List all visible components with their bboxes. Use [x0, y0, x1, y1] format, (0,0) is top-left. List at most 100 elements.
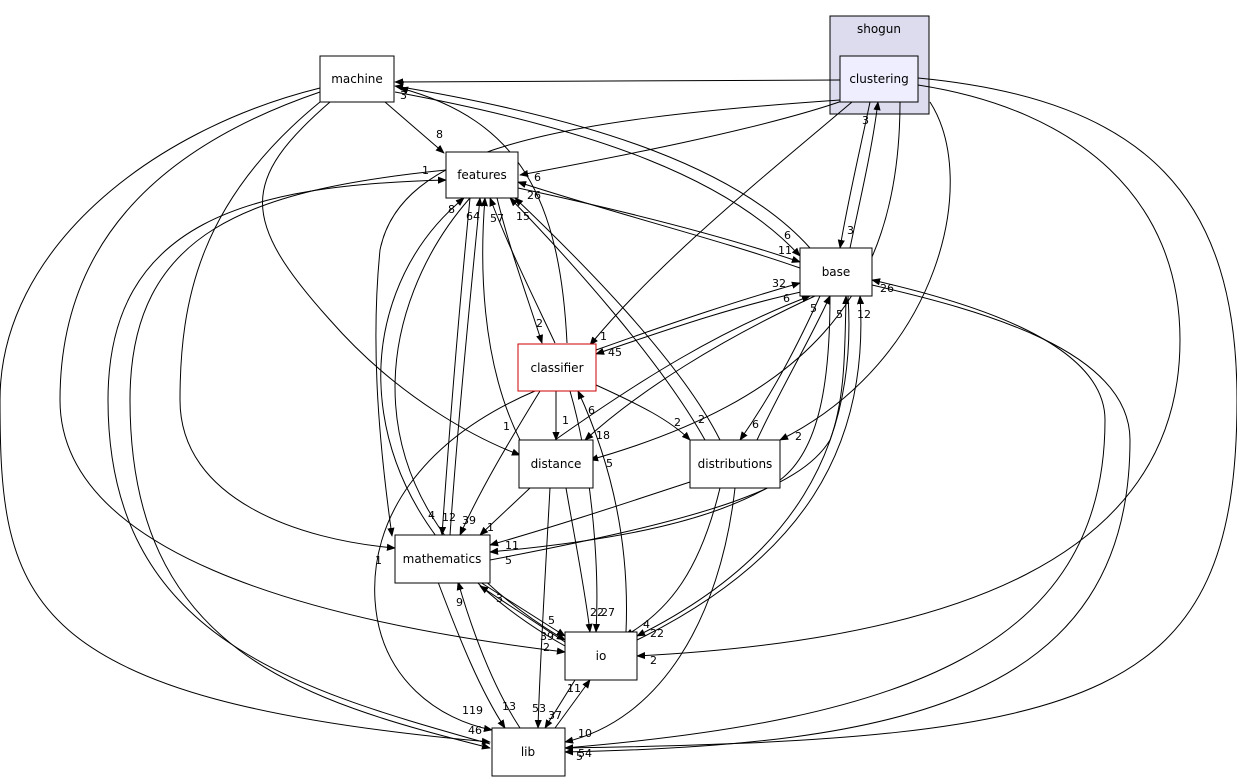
node-classifier[interactable]: classifier [517, 343, 597, 392]
edge-label: 5 [810, 302, 817, 315]
node-io[interactable]: io [564, 631, 638, 681]
edge-label: 3 [496, 592, 503, 605]
node-features[interactable]: features [445, 151, 519, 199]
edge-clustering-distance[interactable] [589, 101, 901, 462]
edge-distance-lib[interactable] [534, 487, 551, 729]
node-base[interactable]: base [799, 247, 873, 297]
edge-label: 15 [516, 210, 530, 223]
edge-label: 39 [540, 630, 554, 643]
edge-base-features[interactable] [517, 181, 801, 269]
edge-lib-base[interactable] [564, 278, 1106, 749]
edge-mathematics-features[interactable] [449, 197, 483, 536]
edge-classifier-base[interactable] [595, 281, 801, 351]
node-clustering-label: clustering [849, 72, 908, 86]
edge-label: 26 [880, 282, 894, 295]
edge-io-classifier[interactable] [577, 390, 627, 633]
node-lib[interactable]: lib [491, 727, 566, 777]
node-distance[interactable]: distance [518, 439, 594, 489]
edge-distributions-io[interactable] [624, 487, 721, 637]
node-mathematics-label: mathematics [403, 552, 482, 566]
node-machine-label: machine [331, 72, 383, 86]
edge-label: 6 [588, 404, 595, 417]
edge-io-mathematics[interactable] [479, 585, 566, 643]
edge-features-classifier[interactable] [496, 197, 543, 344]
edge-machine-lib[interactable] [0, 87, 491, 745]
edge-label: 3 [862, 114, 869, 127]
edge-classifier-mathematics[interactable] [459, 390, 541, 536]
edge-label: 6 [784, 229, 791, 242]
edge-label: 53 [532, 702, 546, 715]
edge-label: 3 [400, 89, 407, 102]
edge-distributions-features-b[interactable] [509, 197, 706, 441]
edge-distance-io[interactable] [565, 487, 593, 633]
edge-label: 6 [534, 171, 541, 184]
edge-mathematics-io[interactable] [479, 581, 566, 637]
edge-clustering-mathematics[interactable] [375, 99, 841, 537]
edge-classifier-lib[interactable] [374, 390, 536, 733]
edge-clustering-classifier[interactable] [589, 101, 853, 346]
edge-label: 2 [795, 430, 802, 443]
node-clustering[interactable]: clustering [839, 55, 919, 103]
node-distributions[interactable]: distributions [689, 439, 781, 489]
edge-label: 22 [650, 627, 664, 640]
edge-machine-mathematics[interactable] [179, 101, 396, 551]
edge-lib-mathematics[interactable] [456, 581, 521, 729]
edge-base-clustering[interactable] [849, 101, 881, 249]
node-features-label: features [457, 168, 507, 182]
edge-label: 45 [608, 346, 622, 359]
edge-distance-base[interactable] [554, 295, 811, 441]
edge-distance-mathematics[interactable] [479, 487, 531, 536]
edge-label: 2 [698, 413, 705, 426]
edge-io-lib[interactable] [544, 679, 576, 729]
edge-label: 4 [643, 618, 650, 631]
edge-clustering-distributions[interactable] [779, 101, 951, 441]
edge-base-distance[interactable] [584, 295, 816, 441]
edge-classifier-machine[interactable] [399, 86, 568, 344]
edge-clustering-features[interactable] [519, 99, 846, 178]
edge-machine-io[interactable] [59, 91, 566, 655]
edge-label: 46 [468, 724, 482, 737]
edge-base-lib[interactable] [564, 284, 1131, 756]
edge-label: 22 [590, 606, 604, 619]
edge-base-distributions[interactable] [739, 295, 821, 441]
edge-mathematics-base[interactable] [489, 295, 850, 561]
edge-classifier-features[interactable] [489, 197, 556, 344]
edge-base-classifier[interactable] [595, 289, 811, 355]
edge-lib-features[interactable] [107, 176, 491, 745]
edge-machine-features[interactable] [384, 101, 445, 154]
edge-mathematics-lib[interactable] [437, 581, 506, 729]
node-classifier-label: classifier [531, 361, 584, 375]
edge-clustering-lib[interactable] [564, 77, 1237, 752]
edge-features-lib[interactable] [129, 169, 491, 750]
edge-base-io[interactable] [636, 295, 850, 637]
edge-machine-base[interactable] [394, 91, 801, 257]
edge-clustering-base[interactable] [837, 101, 871, 249]
edge-label: 64 [466, 210, 480, 223]
edge-features-mathematics[interactable] [438, 197, 471, 536]
edge-clustering-machine[interactable] [394, 78, 841, 86]
edge-distributions-base[interactable] [756, 295, 831, 441]
edge-label: 4 [428, 509, 435, 522]
edge-label: 32 [772, 277, 786, 290]
edge-machine-distance[interactable] [262, 101, 521, 456]
node-mathematics[interactable]: mathematics [394, 534, 491, 584]
edge-label: 57 [490, 212, 504, 225]
edge-label: 5 [836, 308, 843, 321]
edge-classifier-distributions[interactable] [595, 384, 691, 441]
edge-base-machine[interactable] [394, 83, 811, 249]
edge-base-mathematics[interactable] [489, 295, 831, 555]
node-machine[interactable]: machine [319, 55, 395, 103]
edge-distributions-lib[interactable] [564, 487, 736, 744]
edge-distributions-mathematics[interactable] [489, 481, 691, 547]
edge-label: 10 [578, 727, 592, 740]
edge-distributions-features[interactable] [514, 197, 721, 441]
edge-distance-features[interactable] [480, 197, 521, 441]
edge-lib-io[interactable] [554, 679, 591, 729]
edge-features-base[interactable] [517, 187, 801, 263]
edge-labels: 2 3 8 6 26 1 8 64 57 15 2 3 3 6 11 32 6 … [375, 78, 894, 763]
edge-label: 37 [548, 709, 562, 722]
edge-classifier-io[interactable] [569, 390, 601, 633]
edge-io-base[interactable] [636, 295, 865, 641]
edge-clustering-io[interactable] [636, 84, 1181, 660]
